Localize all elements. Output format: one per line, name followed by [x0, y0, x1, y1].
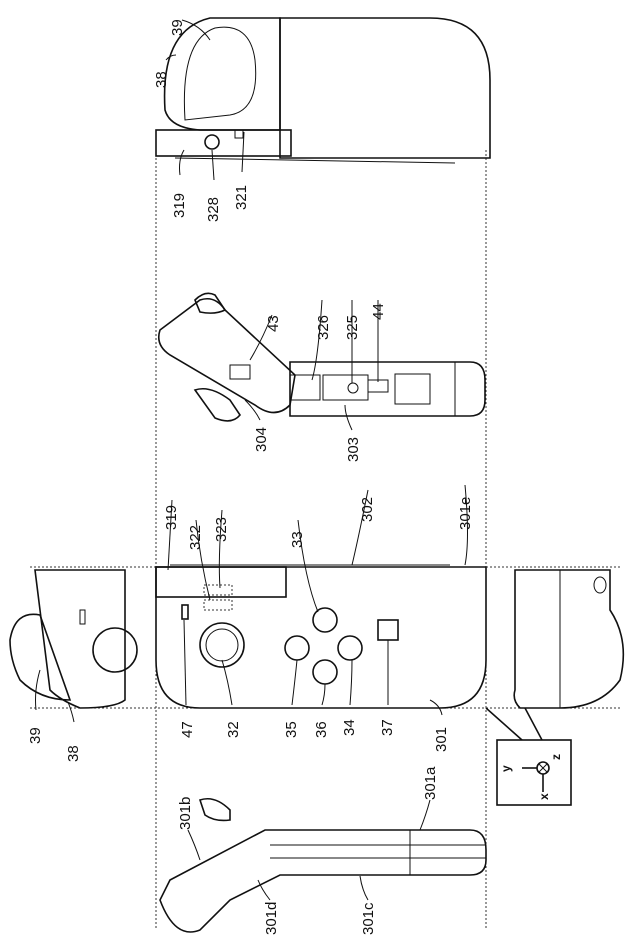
button-328: [204, 134, 220, 150]
label-33: 33: [289, 531, 306, 548]
axis-z-label: z: [549, 754, 563, 760]
axis-x-label: x: [537, 793, 551, 800]
label-43: 43: [265, 315, 282, 332]
label-302: 302: [359, 497, 376, 522]
label-319: 319: [171, 193, 188, 218]
label-323: 323: [213, 517, 230, 542]
front-view: [155, 564, 487, 709]
label-301e: 301e: [457, 497, 474, 530]
label-326: 326: [315, 315, 332, 340]
trigger-39: [163, 17, 281, 131]
right-side-view: [513, 569, 625, 709]
label-301d: 301d: [263, 902, 280, 935]
label-303: 303: [345, 437, 362, 462]
label-34: 34: [341, 719, 358, 736]
label-301a: 301a: [422, 766, 439, 800]
leader-lines: [35, 19, 468, 901]
button-35: [284, 635, 310, 661]
projection-guides: [30, 150, 620, 930]
label-39: 39: [169, 19, 186, 36]
slider-side-view: [157, 292, 486, 422]
button-37: [377, 619, 399, 641]
indicator-47: [181, 604, 189, 620]
label-37: 37: [379, 719, 396, 736]
top-view: [155, 17, 491, 164]
label-321: 321: [233, 185, 250, 210]
button-36: [312, 659, 338, 685]
label-47: 47: [179, 721, 196, 738]
axis-y-label: y: [499, 765, 513, 772]
label-301c: 301c: [360, 902, 377, 935]
label-301b: 301b: [177, 797, 194, 830]
label-304: 304: [253, 427, 270, 452]
label-32: 32: [225, 721, 242, 738]
label-35: 35: [283, 721, 300, 738]
analog-stick-32: [199, 622, 245, 668]
label-322: 322: [187, 525, 204, 550]
label-39-side: 39: [27, 727, 44, 744]
label-38: 38: [153, 71, 170, 88]
label-328: 328: [205, 197, 222, 222]
left-side-view: [9, 569, 138, 709]
label-36: 36: [313, 721, 330, 738]
label-38-side: 38: [65, 745, 82, 762]
axes-box: y x z: [485, 707, 572, 806]
button-34: [337, 635, 363, 661]
bottom-view: [159, 797, 487, 933]
label-301: 301: [433, 727, 450, 752]
button-33: [312, 607, 338, 633]
